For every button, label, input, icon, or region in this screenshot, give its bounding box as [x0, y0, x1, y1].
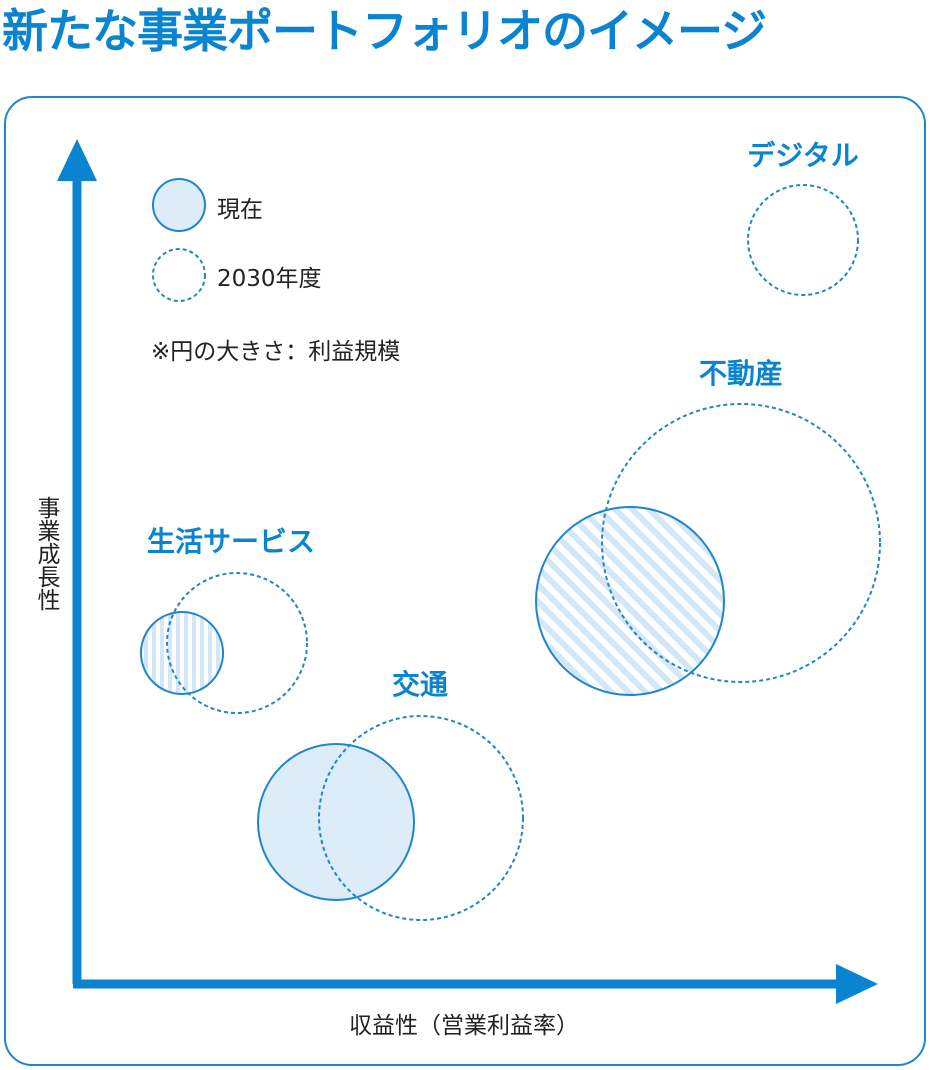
transport-current-circle [257, 743, 415, 901]
diagram-frame [4, 96, 926, 1066]
y-axis-label: 事業成長性 [33, 496, 59, 611]
legend-current-marker [152, 178, 206, 232]
legend-current-label: 現在 [217, 197, 263, 223]
page-title: 新たな事業ポートフォリオのイメージ [2, 4, 767, 58]
segment-label-lifestyle: 生活サービス [146, 525, 316, 558]
legend-future-marker [152, 248, 206, 302]
lifestyle-current-circle [140, 611, 224, 695]
segment-label-digital: デジタル [747, 139, 859, 172]
transport-future-circle [318, 715, 524, 921]
x-axis-label: 収益性（営業利益率） [349, 1013, 579, 1039]
legend-future-label: 2030年度 [217, 266, 322, 292]
segment-label-realestate: 不動産 [698, 357, 784, 390]
lifestyle-future-circle [166, 572, 308, 714]
segment-label-transport: 交通 [391, 668, 449, 701]
legend-size-note: ※円の大きさ：利益規模 [151, 339, 401, 365]
realestate-future-circle [601, 403, 881, 683]
realestate-current-circle [535, 506, 725, 696]
y-axis-arrow [57, 139, 97, 181]
digital-future-circle [747, 184, 859, 296]
x-axis-arrow [836, 964, 878, 1004]
